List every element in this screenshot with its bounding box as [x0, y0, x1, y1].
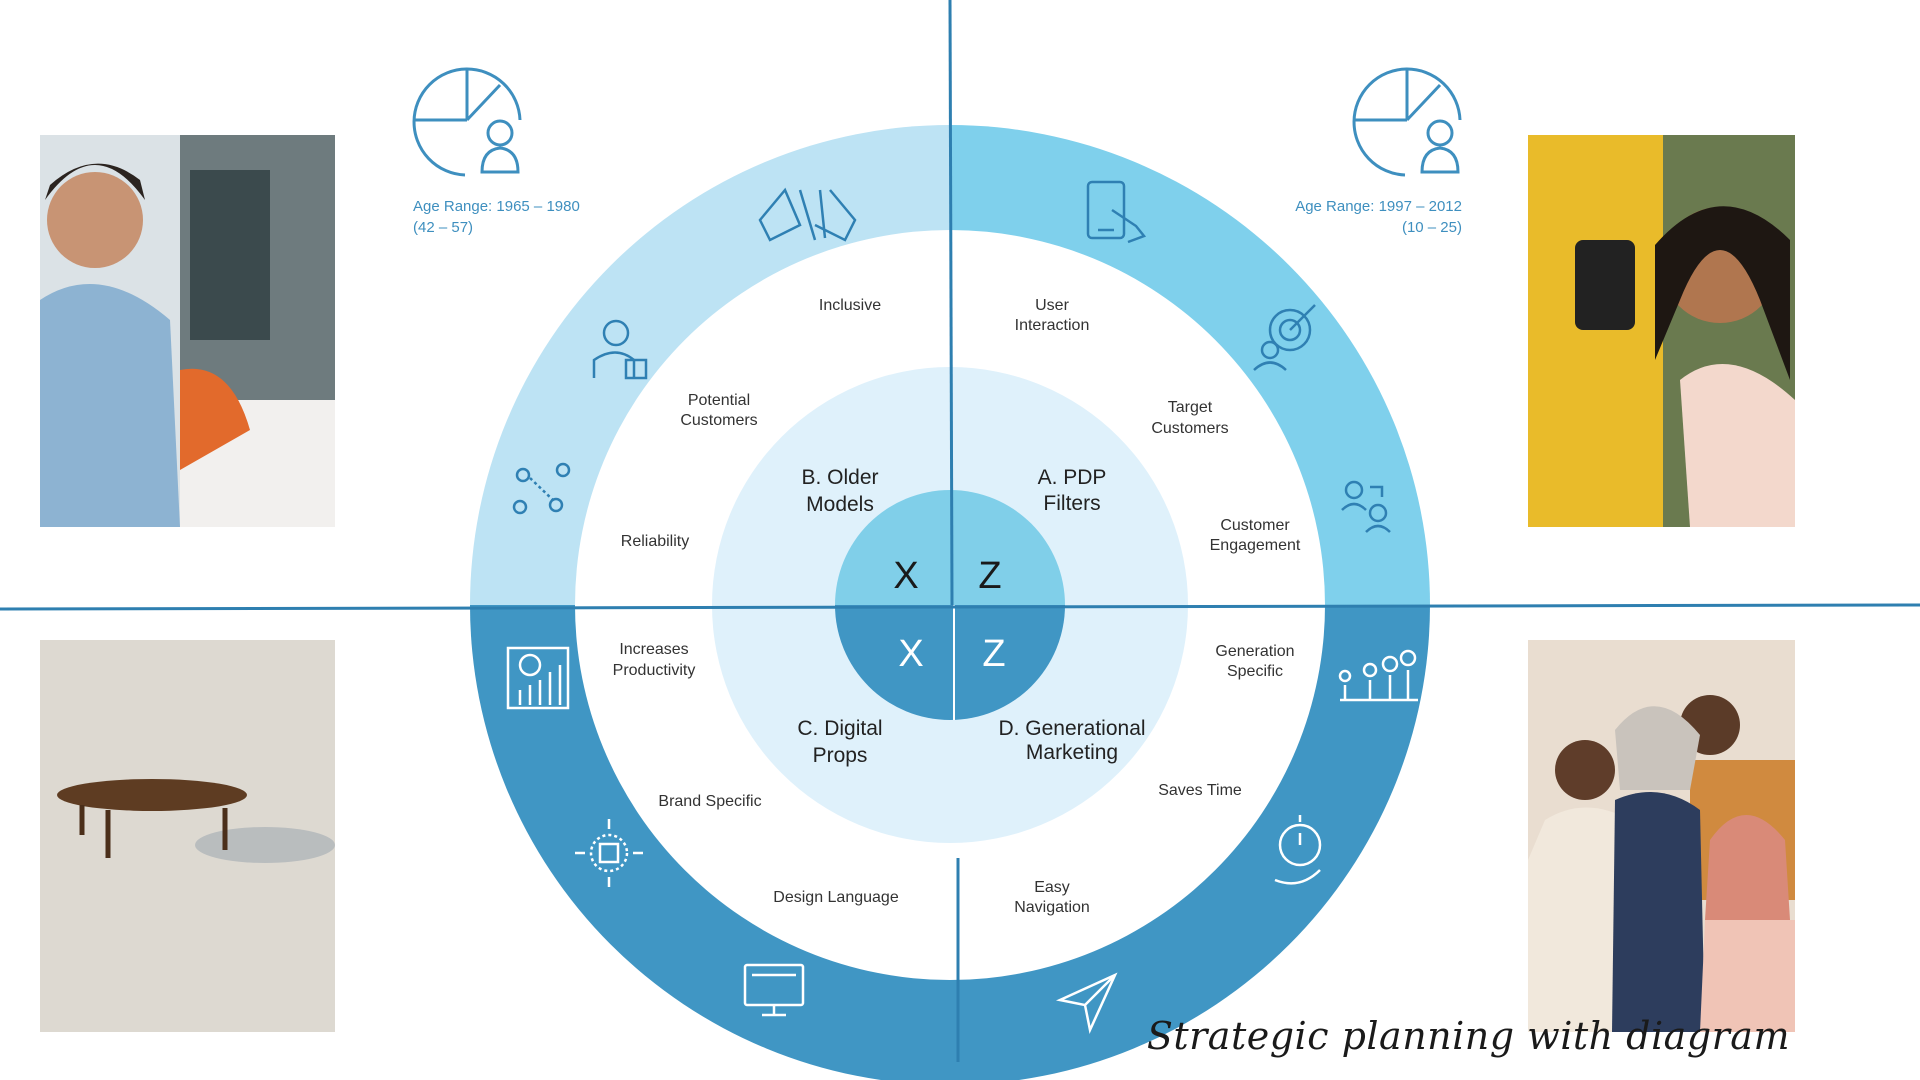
label-generation-1: Generation [1215, 643, 1294, 660]
label-productivity-1: Increases [619, 641, 688, 658]
center-letter-bottom-right: Z [982, 633, 1005, 675]
center-letter-top-left: X [893, 555, 918, 597]
pie-chart-person-icon-left [412, 67, 522, 177]
gear-growth-chart-icon [506, 646, 570, 710]
label-generation-2: Specific [1227, 663, 1283, 680]
paper-plane-icon [1055, 972, 1118, 1035]
label-target-1: Target [1168, 399, 1213, 416]
photo-wooden-table [40, 640, 335, 1032]
label-target-2: Customers [1151, 420, 1228, 437]
age-range-left: Age Range: 1965 – 1980 (42 – 57) [413, 196, 580, 238]
center-letter-bottom-left: X [898, 633, 923, 675]
label-inclusive: Inclusive [819, 297, 881, 314]
label-easy-1: Easy [1034, 879, 1070, 896]
age-range-left-line2: (42 – 57) [413, 219, 474, 236]
pie-chart-person-icon-right [1352, 67, 1462, 177]
label-design: Design Language [773, 889, 899, 906]
label-user-2: Interaction [1015, 317, 1090, 334]
photo-group-women [1528, 640, 1795, 1032]
divider-horizontal [0, 603, 1920, 611]
customer-exchange-icon [1341, 480, 1391, 533]
center-top [835, 490, 1065, 605]
label-reliability: Reliability [621, 533, 689, 550]
quadrant-c-line1: C. Digital [797, 717, 882, 740]
high-five-icon [758, 187, 857, 242]
page-title: Strategic planning with diagram [1146, 1014, 1790, 1058]
age-range-right-line2: (10 – 25) [1401, 219, 1462, 236]
photo-man-laptop [40, 135, 335, 527]
focus-document-icon [575, 819, 643, 887]
mobile-touch-icon [1086, 180, 1147, 244]
label-easy-2: Navigation [1014, 899, 1090, 916]
age-range-left-line1: Age Range: 1965 – 1980 [413, 198, 580, 215]
quadrant-d-line1: D. Generational [998, 717, 1145, 740]
label-engagement-2: Engagement [1210, 537, 1301, 554]
label-user-1: User [1035, 297, 1069, 314]
age-range-right-line1: Age Range: 1997 – 2012 [1295, 198, 1462, 215]
label-potential-1: Potential [688, 392, 750, 409]
center-bottom [835, 605, 1065, 720]
network-people-icon [512, 462, 571, 515]
generations-family-icon [1338, 649, 1418, 702]
quadrant-a-line2: Filters [1043, 492, 1100, 515]
label-brand: Brand Specific [658, 793, 761, 810]
divider-vertical-top [948, 0, 954, 606]
photo-woman-phone [1528, 135, 1795, 527]
label-productivity-2: Productivity [613, 662, 696, 679]
label-potential-2: Customers [680, 412, 757, 429]
salesperson-icon [592, 319, 648, 380]
quadrant-d-line2: Marketing [1026, 741, 1118, 764]
target-audience-icon [1253, 304, 1316, 371]
label-saves: Saves Time [1158, 782, 1242, 799]
age-range-right: Age Range: 1997 – 2012 (10 – 25) [1230, 196, 1462, 238]
quadrant-b-line1: B. Older [801, 466, 878, 489]
quadrant-a-line1: A. PDP [1038, 466, 1107, 489]
code-monitor-icon [743, 963, 805, 1017]
center-letter-top-right: Z [978, 555, 1001, 597]
label-engagement-1: Customer [1220, 517, 1290, 534]
quadrant-b-line2: Models [806, 493, 874, 516]
stopwatch-hand-icon [1274, 815, 1322, 885]
quadrant-c-line2: Props [813, 744, 868, 767]
